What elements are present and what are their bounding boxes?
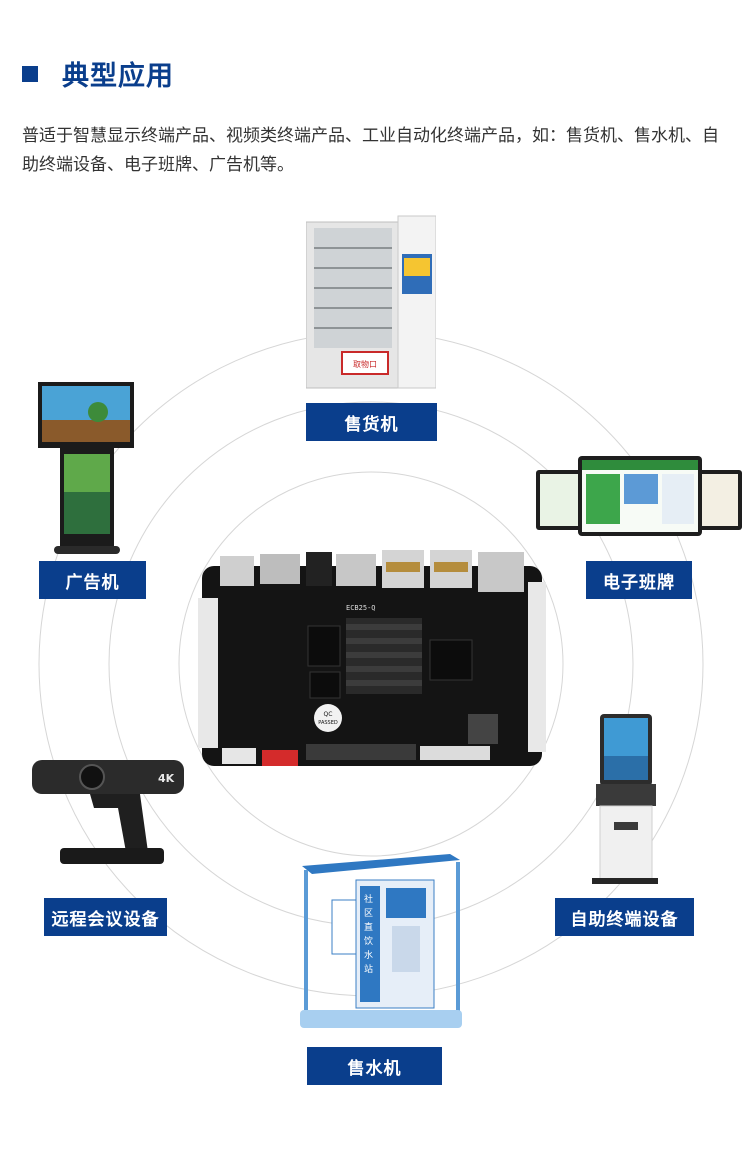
svg-text:QC: QC (324, 711, 333, 718)
section-header: 典型应用 (22, 54, 174, 93)
conference-camera-image: 4K (32, 760, 184, 864)
class-sign-image (536, 456, 742, 536)
vending-sign: 取物口 (353, 359, 377, 369)
label-class-sign: 电子班牌 (586, 561, 692, 599)
ethernet-port-icon (478, 552, 524, 592)
svg-text:ECB25-Q: ECB25-Q (346, 604, 376, 612)
red-connector-icon (262, 750, 298, 766)
heatsink-icon (346, 618, 422, 694)
self-service-terminal-image (592, 714, 658, 884)
label-advert: 广告机 (39, 561, 146, 599)
water-kiosk-sign: 社区直 饮水站 (364, 893, 376, 975)
camera-lens-icon (79, 764, 105, 790)
advert-kiosk-image (38, 382, 134, 554)
qc-sticker-icon (314, 704, 342, 732)
vending-machine-image: 取物口 (306, 215, 436, 389)
section-square-icon (22, 65, 38, 82)
svg-text:PASSED: PASSED (318, 720, 338, 726)
label-conference: 远程会议设备 (44, 898, 167, 936)
label-water: 售水机 (307, 1047, 442, 1085)
pickup-slot-icon (341, 351, 389, 375)
section-title: 典型应用 (62, 61, 174, 92)
camera-badge: 4K (158, 772, 175, 785)
dc-jack-icon (220, 556, 254, 586)
label-vending: 售货机 (306, 403, 437, 441)
water-kiosk-image: 社区直 饮水站 (300, 854, 462, 1028)
label-self-service: 自助终端设备 (555, 898, 694, 936)
section-intro: 普适于智慧显示终端产品、视频类终端产品、工业自动化终端产品，如：售货机、售水机、… (22, 126, 719, 175)
hdmi-port-icon (260, 554, 300, 584)
mainboard-image: QC PASSED ECB25-Q (198, 550, 546, 766)
